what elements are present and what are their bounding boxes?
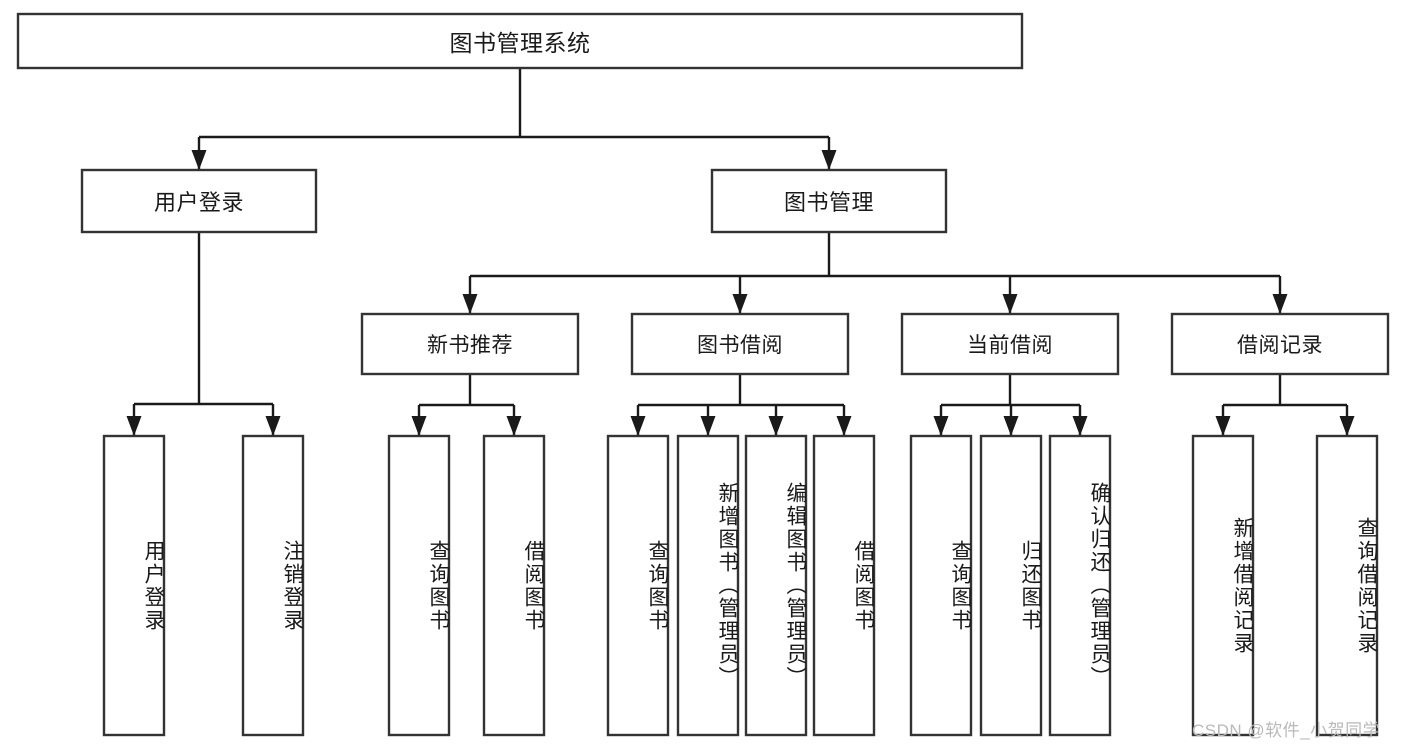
node-leaf-8[interactable] — [812, 434, 876, 737]
node-leaf-9[interactable] — [909, 434, 973, 737]
node-leaf-12[interactable] — [1191, 434, 1255, 737]
arrow-head-icon — [191, 150, 207, 170]
arrow-head-icon — [1272, 294, 1288, 314]
arrow-head-icon — [1072, 416, 1088, 436]
node-leaf-7[interactable] — [744, 434, 808, 737]
arrow-head-icon — [411, 416, 427, 436]
node-leaf-11[interactable] — [1048, 434, 1112, 737]
arrow-head-icon — [1339, 416, 1355, 436]
arrow-head-icon — [821, 150, 837, 170]
node-root[interactable] — [16, 12, 1024, 70]
node-leaf-10[interactable] — [979, 434, 1043, 737]
node-box-layer — [16, 12, 1390, 737]
node-level3-3[interactable] — [900, 312, 1120, 376]
node-leaf-2[interactable] — [241, 434, 305, 737]
node-level3-2[interactable] — [630, 312, 850, 376]
arrow-head-icon — [836, 416, 852, 436]
arrow-head-icon — [506, 416, 522, 436]
node-level2-2[interactable] — [710, 168, 948, 234]
node-leaf-4[interactable] — [482, 434, 546, 737]
node-leaf-1[interactable] — [102, 434, 166, 737]
node-leaf-6[interactable] — [676, 434, 740, 737]
node-leaf-5[interactable] — [606, 434, 670, 737]
arrow-head-icon — [630, 416, 646, 436]
arrow-head-icon — [933, 416, 949, 436]
arrow-head-icon — [700, 416, 716, 436]
connector-layer — [126, 68, 1355, 436]
arrow-head-icon — [768, 416, 784, 436]
node-leaf-13[interactable] — [1315, 434, 1379, 737]
arrow-head-icon — [732, 294, 748, 314]
arrow-head-icon — [1003, 416, 1019, 436]
node-level2-1[interactable] — [80, 168, 318, 234]
arrow-head-icon — [265, 416, 281, 436]
arrow-head-icon — [462, 294, 478, 314]
node-leaf-3[interactable] — [387, 434, 451, 737]
node-level3-1[interactable] — [360, 312, 580, 376]
arrow-head-icon — [126, 416, 142, 436]
node-level3-4[interactable] — [1170, 312, 1390, 376]
arrow-head-icon — [1215, 416, 1231, 436]
arrow-head-icon — [1002, 294, 1018, 314]
